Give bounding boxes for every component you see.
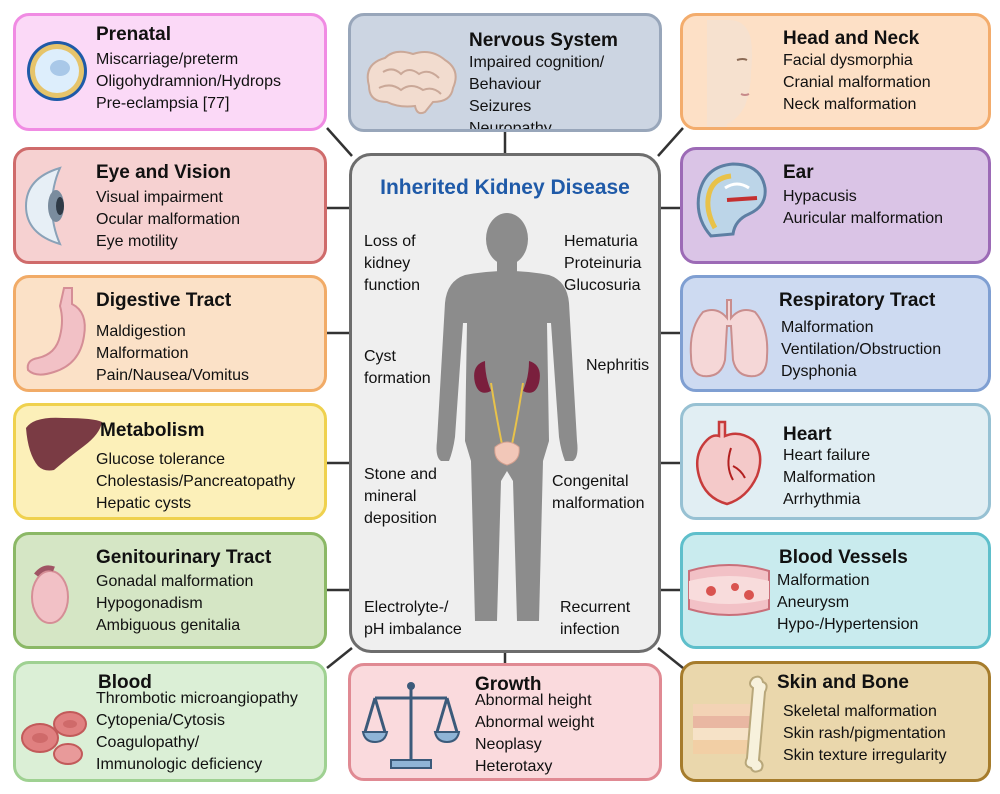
box-title: Growth xyxy=(475,674,542,695)
eye-icon xyxy=(24,166,64,246)
effect-label: Loss of kidney function xyxy=(364,233,421,294)
lungs-icon xyxy=(689,299,769,378)
connector-line xyxy=(657,647,684,669)
ear-icon xyxy=(696,162,767,238)
growth-box: Growth Abnormal height Abnormal weight N… xyxy=(348,663,662,781)
genitourinary-tract-box: Genitourinary Tract Gonadal malformation… xyxy=(13,532,327,649)
kidneys-icon xyxy=(474,361,540,466)
effect-label: Recurrent infection xyxy=(560,599,631,638)
heart-icon xyxy=(696,420,762,506)
face-profile-icon xyxy=(707,20,752,127)
skin-bone-icon xyxy=(693,675,768,773)
human-body-icon xyxy=(436,213,578,621)
connector-line xyxy=(326,127,353,157)
effect-label: Electrolyte-/ pH imbalance xyxy=(364,599,462,638)
effect-label: Stone and mineral deposition xyxy=(364,466,437,527)
symptom-list: Malformation Aneurysm Hypo-/Hypertension xyxy=(777,572,919,633)
center-panel: Inherited Kidney Disease Loss of kidney … xyxy=(349,153,661,653)
heart-box: Heart Heart failure Malformation Arrhyth… xyxy=(680,403,991,520)
connector-line xyxy=(326,647,353,669)
box-title: Skin and Bone xyxy=(777,672,909,693)
balance-scale-icon xyxy=(361,682,461,769)
brain-icon xyxy=(366,50,457,115)
metabolism-box: Metabolism Glucose tolerance Cholestasis… xyxy=(13,403,327,520)
digestive-tract-box: Digestive Tract Maldigestion Malformatio… xyxy=(13,275,327,392)
head-neck-box: Head and Neck Facial dysmorphia Cranial … xyxy=(680,13,991,130)
symptom-list: Maldigestion Malformation Pain/Nausea/Vo… xyxy=(96,323,249,384)
blood-vessels-box: Blood Vessels Malformation Aneurysm Hypo… xyxy=(680,532,991,649)
ear-box: Ear Hypacusis Auricular malformation xyxy=(680,147,991,264)
connector-line xyxy=(657,127,684,157)
effect-label: Hematuria Proteinuria Glucosuria xyxy=(564,233,642,294)
box-title: Genitourinary Tract xyxy=(96,547,272,568)
effect-label: Nephritis xyxy=(586,357,650,374)
center-title: Inherited Kidney Disease xyxy=(380,176,630,199)
blood-vessel-icon xyxy=(688,564,770,616)
box-title: Metabolism xyxy=(100,420,205,441)
box-title: Respiratory Tract xyxy=(779,290,936,311)
box-title: Eye and Vision xyxy=(96,162,231,183)
skin-bone-box: Skin and Bone Skeletal malformation Skin… xyxy=(680,661,991,782)
box-title: Head and Neck xyxy=(783,28,920,49)
symptom-list: Hypacusis Auricular malformation xyxy=(783,188,944,227)
box-title: Blood xyxy=(98,672,152,693)
symptom-list: Abnormal height Abnormal weight Neoplasy… xyxy=(475,692,595,775)
symptom-list: Glucose tolerance Cholestasis/Pancreatop… xyxy=(96,451,296,512)
box-title: Prenatal xyxy=(96,24,171,45)
nervous-system-box: Nervous System Impaired cognition/ Behav… xyxy=(348,13,662,132)
box-title: Heart xyxy=(783,424,832,445)
fetus-in-womb-icon xyxy=(27,41,87,101)
eye-vision-box: Eye and Vision Visual impairment Ocular … xyxy=(13,147,327,264)
blood-box: Blood Thrombotic microangiopathy Cytopen… xyxy=(13,661,327,782)
respiratory-tract-box: Respiratory Tract Malformation Ventilati… xyxy=(680,275,991,392)
stomach-icon xyxy=(26,287,86,376)
prenatal-box: Prenatal Miscarriage/preterm Oligohydram… xyxy=(13,13,327,131)
box-title: Digestive Tract xyxy=(96,290,232,311)
symptom-list: Impaired cognition/ Behaviour Seizures N… xyxy=(469,54,605,132)
symptom-list: Gonadal malformation Hypogonadism Ambigu… xyxy=(96,573,254,634)
symptom-list: Facial dysmorphia Cranial malformation N… xyxy=(783,52,931,113)
blood-cells-icon xyxy=(21,711,87,765)
symptom-list: Miscarriage/preterm Oligohydramnion/Hydr… xyxy=(96,51,281,112)
box-title: Ear xyxy=(783,162,814,183)
symptom-list: Thrombotic microangiopathy Cytopenia/Cyt… xyxy=(96,690,298,773)
gonad-icon xyxy=(31,565,69,624)
box-title: Blood Vessels xyxy=(779,547,908,568)
box-title: Nervous System xyxy=(469,30,618,51)
symptom-list: Malformation Ventilation/Obstruction Dys… xyxy=(781,319,942,380)
symptom-list: Skeletal malformation Skin rash/pigmenta… xyxy=(783,703,947,764)
symptom-list: Visual impairment Ocular malformation Ey… xyxy=(96,189,241,250)
effect-label: Cyst formation xyxy=(364,348,431,387)
effect-label: Congenital malformation xyxy=(552,473,645,512)
symptom-list: Heart failure Malformation Arrhythmia xyxy=(783,447,876,508)
liver-icon xyxy=(26,417,102,471)
